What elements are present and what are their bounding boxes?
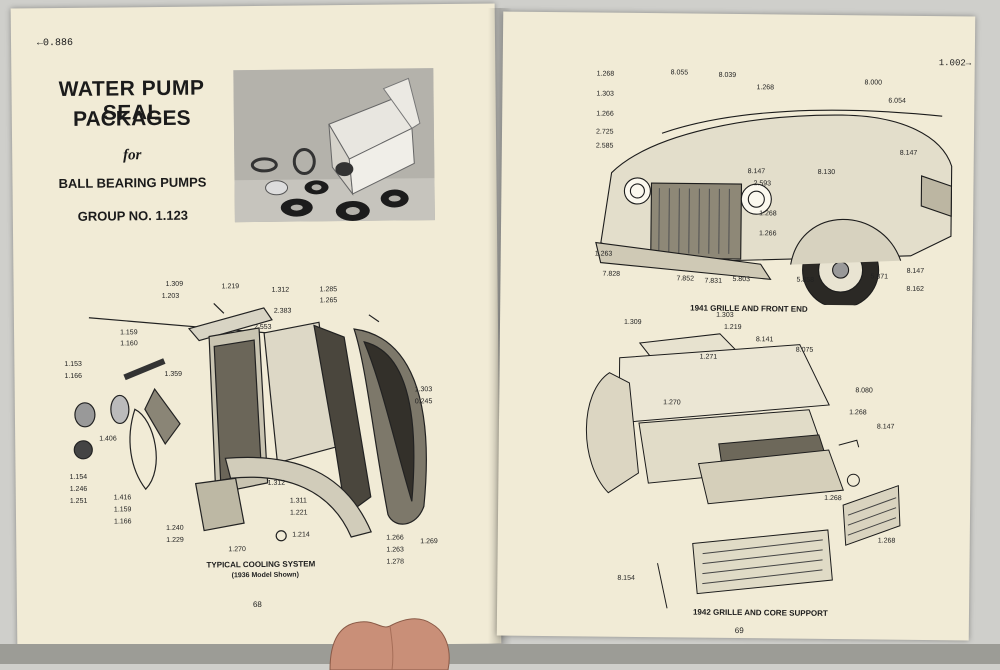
part-label: 1.266 (596, 110, 614, 118)
part-label: 1.268 (877, 537, 896, 545)
part-label: 1.266 (758, 230, 777, 238)
seal-package-photo (233, 68, 435, 223)
part-label: 1.278 (386, 558, 405, 566)
part-label: 1.271 (699, 353, 718, 361)
part-label: 1.270 (228, 546, 246, 554)
part-label: 1.166 (114, 518, 132, 526)
part-label: 1.309 (623, 318, 642, 327)
part-label: 5.871 (870, 273, 889, 281)
part-label: 1.160 (120, 340, 138, 348)
part-label: 1.246 (69, 485, 88, 493)
part-label: 1.153 (64, 360, 82, 369)
part-label: 1.265 (319, 297, 338, 305)
part-label: 2.725 (595, 128, 614, 136)
part-label: 1.309 (165, 280, 184, 288)
part-label: 1.166 (64, 372, 83, 381)
part-label: 1.266 (386, 534, 404, 542)
part-label: 1.303 (716, 311, 734, 319)
part-label: 7.831 (704, 277, 723, 285)
part-label: 1.214 (292, 531, 310, 539)
title-line-2: PACKAGES (72, 106, 191, 131)
front-end-drawing-1941 (595, 109, 953, 307)
part-label: 5.858 (796, 276, 815, 284)
part-label: 1.221 (289, 509, 308, 517)
part-label: 1.219 (723, 323, 742, 332)
diagram-caption: TYPICAL COOLING SYSTEM (206, 559, 316, 570)
part-label: 2.593 (753, 180, 772, 188)
part-label: 8.147 (876, 423, 895, 431)
part-label: 0.245 (414, 398, 433, 406)
right-page-number: 69 (734, 626, 744, 636)
part-label: 7.828 (602, 270, 621, 278)
part-label: 8.147 (906, 267, 925, 275)
part-label: 1.203 (161, 292, 180, 300)
caption-1942: 1942 GRILLE AND CORE SUPPORT (692, 607, 828, 618)
right-page: 1.002→ 1941 GRILLE AND FRONT END (496, 11, 976, 641)
part-label: 1.359 (164, 370, 183, 378)
diagram-caption-sub: (1936 Model Shown) (231, 571, 299, 580)
part-label: 1.406 (99, 435, 117, 443)
part-label: 8.055 (670, 69, 689, 77)
left-page: ←0.886 WATER PUMP SEAL PACKAGES for BALL… (10, 3, 502, 649)
part-label: 1.263 (386, 546, 404, 554)
hand (329, 618, 450, 670)
part-label: 8.154 (617, 574, 635, 582)
part-label: 1.416 (113, 494, 132, 502)
part-label: 8.162 (906, 285, 924, 293)
part-label: 8.147 (747, 168, 766, 176)
part-label: 1.268 (849, 409, 867, 417)
part-label: 1.268 (759, 210, 777, 218)
part-label: 8.080 (855, 387, 873, 395)
core-support-drawing-1942 (585, 333, 901, 609)
part-label: 5.803 (732, 275, 751, 284)
part-label: 1.219 (221, 283, 240, 291)
part-label: 1.270 (663, 399, 681, 407)
part-label: 8.000 (864, 79, 883, 87)
part-label: 6.054 (888, 97, 906, 105)
part-label: 1.268 (756, 84, 775, 92)
part-label: 1.268 (824, 494, 842, 503)
left-page-number: 68 (252, 599, 262, 610)
part-label: 1.303 (596, 90, 614, 98)
cooling-system-diagram (73, 303, 427, 542)
part-label: 8.130 (817, 168, 836, 177)
part-label: 8.141 (755, 336, 774, 344)
part-label: 1.229 (166, 536, 184, 544)
part-label: 1.251 (69, 497, 88, 505)
part-label: 1.154 (69, 473, 88, 481)
part-label: 1.312 (271, 286, 290, 294)
part-label: 1.311 (289, 497, 307, 505)
subtitle: BALL BEARING PUMPS (58, 174, 207, 192)
part-label: 1.303 (414, 386, 433, 394)
part-label: 8.075 (795, 346, 814, 354)
part-label: 8.039 (718, 71, 737, 79)
left-page-ref: ←0.886 (36, 37, 74, 50)
part-label: 2.383 (273, 307, 292, 315)
table-edge (0, 644, 1000, 664)
part-label: 1.159 (120, 329, 138, 337)
part-label: 8.147 (899, 149, 918, 157)
part-label: 1.285 (319, 286, 338, 294)
part-label: 1.268 (596, 70, 615, 78)
part-label: 7.852 (676, 275, 695, 283)
part-label: 1.263 (594, 250, 613, 258)
part-label: 2.585 (595, 142, 614, 150)
title-for: for (122, 147, 142, 164)
part-label: 2.553 (253, 323, 272, 332)
part-label: 1.159 (113, 506, 132, 514)
part-label: 1.240 (166, 524, 184, 532)
part-label: 1.312 (267, 479, 286, 487)
caption-1941: 1941 GRILLE AND FRONT END (690, 303, 808, 314)
group-number: GROUP NO. 1.123 (77, 207, 189, 224)
part-label: 1.269 (420, 538, 438, 546)
